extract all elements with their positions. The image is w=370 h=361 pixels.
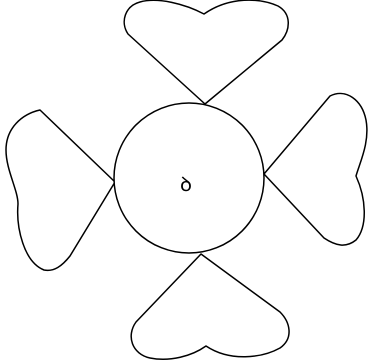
top-heart-petal (124, 0, 288, 104)
left-heart-petal (6, 110, 115, 270)
right-heart-petal (264, 93, 367, 245)
center-glyph: ꝺ (180, 172, 192, 196)
bottom-heart-petal (131, 254, 289, 359)
